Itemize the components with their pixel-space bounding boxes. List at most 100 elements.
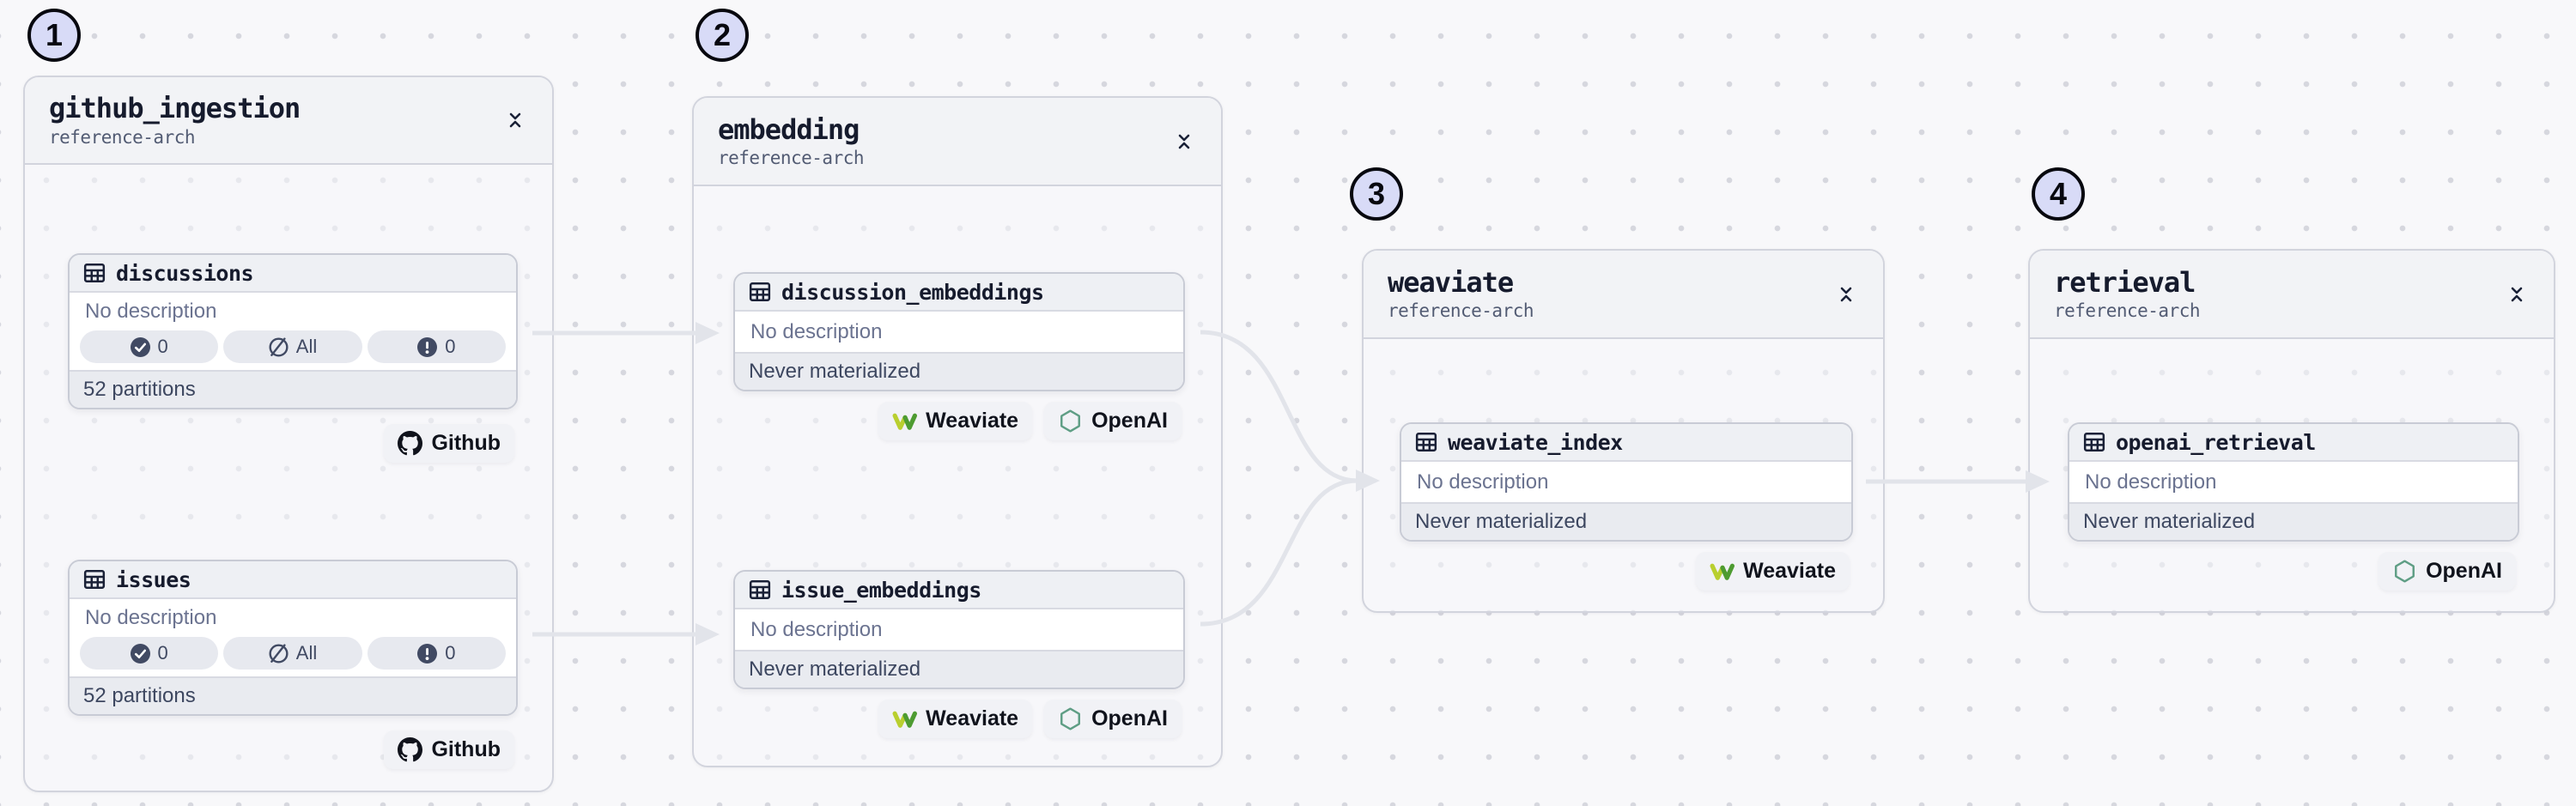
checks-passed-pill[interactable]: 0: [80, 637, 219, 670]
group-title: retrieval: [2054, 265, 2196, 299]
openai-icon: [2392, 559, 2418, 584]
openai-kind-tag: OpenAI: [1044, 402, 1182, 440]
asset-status-pills: 0 All 0: [70, 330, 516, 370]
step-circle-3: 3: [1350, 167, 1403, 221]
collapse-group-button[interactable]: [2504, 282, 2530, 307]
unmaterialized-pill[interactable]: All: [223, 637, 362, 670]
failed-pill[interactable]: 0: [367, 330, 506, 363]
failed-pill[interactable]: 0: [367, 637, 506, 670]
asset-card-discussion-embeddings[interactable]: discussion_embeddings No description Nev…: [733, 272, 1185, 391]
step-circle-4: 4: [2032, 167, 2085, 221]
pill-value: 0: [445, 642, 456, 664]
asset-name: issue_embeddings: [781, 577, 981, 603]
group-header-retrieval[interactable]: retrieval reference-arch: [2030, 251, 2554, 339]
pill-value: 0: [157, 642, 168, 664]
asset-card-discussions[interactable]: discussions No description 0 All 0 52 pa…: [68, 253, 518, 409]
asset-status: Never materialized: [2069, 502, 2518, 540]
step-number: 4: [2049, 176, 2068, 211]
asset-description: No description: [735, 312, 1183, 352]
kind-tag-label: Weaviate: [1743, 559, 1836, 583]
kind-tag-label: OpenAI: [1091, 706, 1168, 730]
table-icon: [83, 264, 106, 282]
collapse-group-button[interactable]: [1171, 129, 1197, 155]
group-title: weaviate: [1388, 265, 1514, 299]
group-header-weaviate[interactable]: weaviate reference-arch: [1364, 251, 1883, 339]
pill-value: 0: [157, 336, 168, 357]
collapse-icon: [2511, 287, 2523, 301]
edge-discussion-embeddings-to-weaviate-index: [1200, 330, 1358, 483]
kind-tags-row: Weaviate OpenAI: [878, 700, 1182, 738]
kind-tag-label: Github: [431, 737, 501, 761]
table-icon: [83, 570, 106, 589]
asset-status: Never materialized: [735, 352, 1183, 390]
group-header-embedding[interactable]: embedding reference-arch: [694, 98, 1221, 186]
asset-name: discussions: [116, 260, 254, 286]
slash-circle-icon: [269, 643, 289, 664]
asset-description: No description: [2069, 462, 2518, 502]
collapse-group-button[interactable]: [502, 107, 528, 133]
step-circle-2: 2: [696, 9, 749, 62]
asset-card-issue-embeddings[interactable]: issue_embeddings No description Never ma…: [733, 570, 1185, 689]
asset-name: weaviate_index: [1448, 429, 1623, 455]
group-titles: weaviate reference-arch: [1388, 265, 1534, 321]
kind-tag-label: Weaviate: [926, 409, 1019, 433]
kind-tags-row: Github: [384, 730, 514, 769]
collapse-icon: [1178, 134, 1190, 148]
collapse-icon: [1840, 287, 1852, 301]
asset-name: issues: [116, 567, 191, 592]
asset-description: No description: [70, 599, 516, 637]
kind-tags-row: Github: [384, 424, 514, 463]
group-titles: github_ingestion reference-arch: [49, 92, 301, 148]
checks-passed-pill[interactable]: 0: [80, 330, 219, 363]
asset-partitions: 52 partitions: [70, 370, 516, 408]
kind-tag-label: OpenAI: [2426, 559, 2502, 583]
table-icon: [749, 282, 771, 301]
asset-card-header: weaviate_index: [1401, 424, 1851, 462]
openai-kind-tag: OpenAI: [1044, 700, 1182, 738]
asset-card-issues[interactable]: issues No description 0 All 0 52 partiti…: [68, 560, 518, 716]
check-circle-icon: [130, 336, 150, 357]
asset-status-pills: 0 All 0: [70, 637, 516, 676]
asset-status: Never materialized: [1401, 502, 1851, 540]
weaviate-kind-tag: Weaviate: [878, 700, 1033, 738]
step-number: 2: [713, 17, 732, 52]
group-titles: retrieval reference-arch: [2054, 265, 2201, 321]
pill-value: All: [295, 336, 318, 357]
group-retrieval: retrieval reference-arch openai_retrieva…: [2028, 249, 2555, 613]
pill-value: All: [295, 642, 318, 664]
table-icon: [1415, 433, 1437, 451]
openai-kind-tag: OpenAI: [2379, 552, 2516, 591]
github-kind-tag: Github: [384, 730, 514, 769]
group-title: embedding: [718, 112, 860, 146]
weaviate-icon: [892, 411, 917, 432]
group-weaviate: weaviate reference-arch weaviate_index N…: [1362, 249, 1885, 613]
pill-value: 0: [445, 336, 456, 357]
group-title: github_ingestion: [49, 92, 301, 125]
exclamation-circle-icon: [417, 643, 438, 664]
collapse-icon: [509, 112, 521, 128]
weaviate-icon: [892, 709, 917, 730]
unmaterialized-pill[interactable]: All: [223, 330, 362, 363]
asset-name: discussion_embeddings: [781, 279, 1044, 305]
collapse-group-button[interactable]: [1833, 282, 1859, 307]
table-icon: [749, 580, 771, 599]
kind-tag-label: OpenAI: [1091, 409, 1168, 433]
asset-card-header: discussion_embeddings: [735, 274, 1183, 312]
step-number: 3: [1367, 176, 1386, 211]
exclamation-circle-icon: [417, 336, 438, 357]
asset-status: Never materialized: [735, 650, 1183, 688]
asset-name: openai_retrieval: [2116, 429, 2316, 455]
openai-icon: [1058, 409, 1084, 433]
slash-circle-icon: [269, 336, 289, 357]
edge-issue-embeddings-to-weaviate-index: [1200, 478, 1358, 627]
group-titles: embedding reference-arch: [718, 112, 865, 168]
group-embedding: embedding reference-arch discussion_embe…: [692, 96, 1223, 767]
kind-tags-row: Weaviate: [1696, 552, 1850, 591]
weaviate-kind-tag: Weaviate: [1696, 552, 1850, 591]
asset-card-weaviate-index[interactable]: weaviate_index No description Never mate…: [1400, 422, 1853, 542]
asset-card-header: discussions: [70, 255, 516, 293]
group-header-github-ingestion[interactable]: github_ingestion reference-arch: [25, 77, 552, 165]
github-icon: [398, 431, 423, 456]
asset-card-openai-retrieval[interactable]: openai_retrieval No description Never ma…: [2068, 422, 2519, 542]
